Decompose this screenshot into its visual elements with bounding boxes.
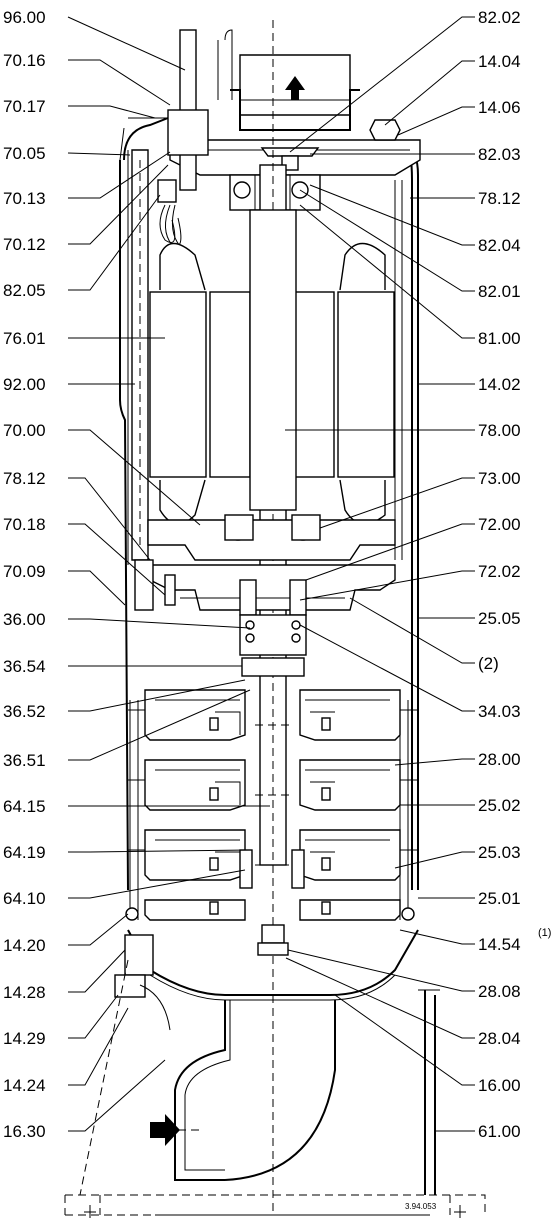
part-label-left: 96.00 — [3, 8, 46, 27]
part-label-right: 28.08 — [478, 982, 521, 1001]
part-label-right: 82.01 — [478, 282, 521, 301]
part-label-left: 70.00 — [3, 421, 46, 440]
part-label-right: 14.06 — [478, 98, 521, 117]
part-label-right: 14.02 — [478, 375, 521, 394]
part-label-left: 70.05 — [3, 144, 46, 163]
part-label-left: 70.18 — [3, 515, 46, 534]
part-label-right: 28.04 — [478, 1029, 521, 1048]
part-label-right: 34.03 — [478, 702, 521, 721]
part-label-left: 16.30 — [3, 1122, 46, 1141]
part-label-right: 78.12 — [478, 189, 521, 208]
part-label-left: 82.05 — [3, 281, 46, 300]
part-label-right: 25.03 — [478, 843, 521, 862]
part-label-right: 14.54 — [478, 935, 521, 954]
part-label-left: 78.12 — [3, 469, 46, 488]
stage-3 — [144, 829, 401, 889]
part-label-right: 16.00 — [478, 1076, 521, 1095]
pump-stages — [125, 689, 418, 956]
stator — [149, 242, 395, 525]
part-label-left: 14.28 — [3, 983, 46, 1002]
part-label-left: 36.00 — [3, 610, 46, 629]
part-label-right: 72.02 — [478, 562, 521, 581]
part-label-right: 81.00 — [478, 329, 521, 348]
part-label-left: 70.13 — [3, 189, 46, 208]
rotor-shaft — [249, 20, 297, 1215]
stage-1 — [144, 689, 401, 741]
arrow-right-icon — [150, 1114, 180, 1146]
labels-right: 82.02 14.04 14.06 82.03 78.12 82.04 82.01 81.00… — [478, 8, 521, 1141]
lower-bearing — [134, 514, 396, 677]
leader-lines-right — [285, 16, 475, 1132]
part-label-right: 73.00 — [478, 469, 521, 488]
part-label-left: 36.52 — [3, 702, 46, 721]
stage-4 — [144, 899, 401, 921]
leader-lines-left — [67, 16, 270, 1132]
footnote-mark: (1) — [538, 927, 551, 939]
stage-2 — [144, 759, 401, 811]
labels-left: 96.00 70.16 70.17 70.05 70.13 70.12 82.05 76.01… — [3, 8, 46, 1141]
part-label-right: 82.03 — [478, 145, 521, 164]
drawing-code: 3.94.053 — [405, 1202, 437, 1211]
part-label-right: 61.00 — [478, 1122, 521, 1141]
part-label-right: (2) — [478, 654, 499, 673]
part-label-left: 64.19 — [3, 843, 46, 862]
part-label-left: 76.01 — [3, 329, 46, 348]
part-label-left: 64.10 — [3, 889, 46, 908]
part-label-right: 28.00 — [478, 750, 521, 769]
part-label-left: 36.51 — [3, 751, 46, 770]
part-label-right: 82.04 — [478, 236, 521, 255]
part-label-left: 14.29 — [3, 1029, 46, 1048]
part-label-right: 25.05 — [478, 609, 521, 628]
part-label-left: 14.20 — [3, 936, 46, 955]
part-label-left: 70.17 — [3, 97, 46, 116]
part-label-left: 70.16 — [3, 51, 46, 70]
part-label-left: 36.54 — [3, 657, 46, 676]
part-label-left: 70.09 — [3, 562, 46, 581]
part-label-left: 64.15 — [3, 797, 46, 816]
part-label-right: 25.02 — [478, 796, 521, 815]
part-label-left: 92.00 — [3, 375, 46, 394]
arrow-up-icon — [285, 76, 305, 100]
motor-leads — [157, 179, 182, 247]
part-label-left: 14.24 — [3, 1076, 46, 1095]
part-label-right: 78.00 — [478, 421, 521, 440]
part-label-left: 70.12 — [3, 235, 46, 254]
suction-inlet — [64, 929, 486, 1218]
part-label-right: 25.01 — [478, 889, 521, 908]
top-cover — [167, 29, 421, 191]
part-label-right: 72.00 — [478, 515, 521, 534]
part-label-right: 82.02 — [478, 8, 521, 27]
part-label-right: 14.04 — [478, 52, 521, 71]
